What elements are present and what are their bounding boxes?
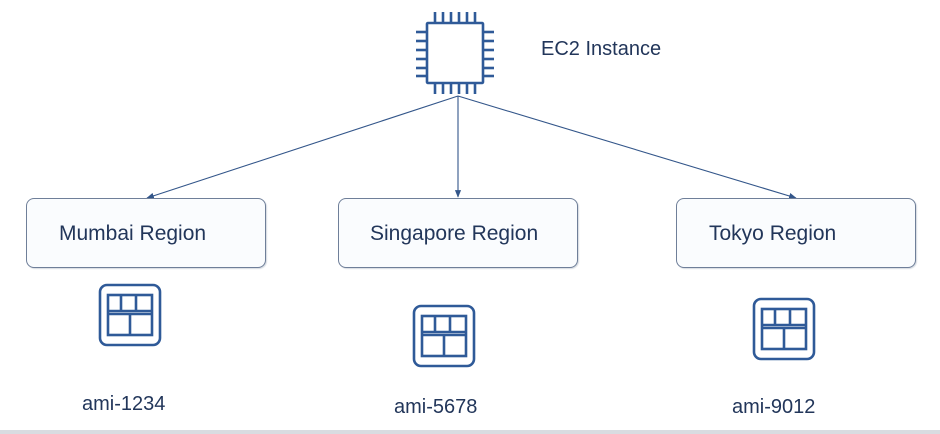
region-label-mumbai: Mumbai Region [59,222,207,245]
region-label-tokyo: Tokyo Region [709,222,837,245]
region-box-tokyo [676,198,916,268]
ami-label-mumbai: ami-1234 [82,393,166,415]
ami-grid-icon [98,283,162,347]
arrow-to-tokyo [457,95,797,199]
ami-grid-icon [752,297,816,361]
bottom-divider [0,430,940,434]
region-box-singapore [338,198,578,268]
ami-grid-icon [412,304,476,368]
region-label-singapore: Singapore Region [370,222,539,245]
ami-label-singapore: ami-5678 [394,396,478,418]
instance-label: EC2 Instance [541,38,662,60]
ami-label-tokyo: ami-9012 [732,396,816,418]
region-box-mumbai [26,198,266,268]
arrow-to-mumbai [146,95,459,199]
chip-icon [416,12,494,94]
